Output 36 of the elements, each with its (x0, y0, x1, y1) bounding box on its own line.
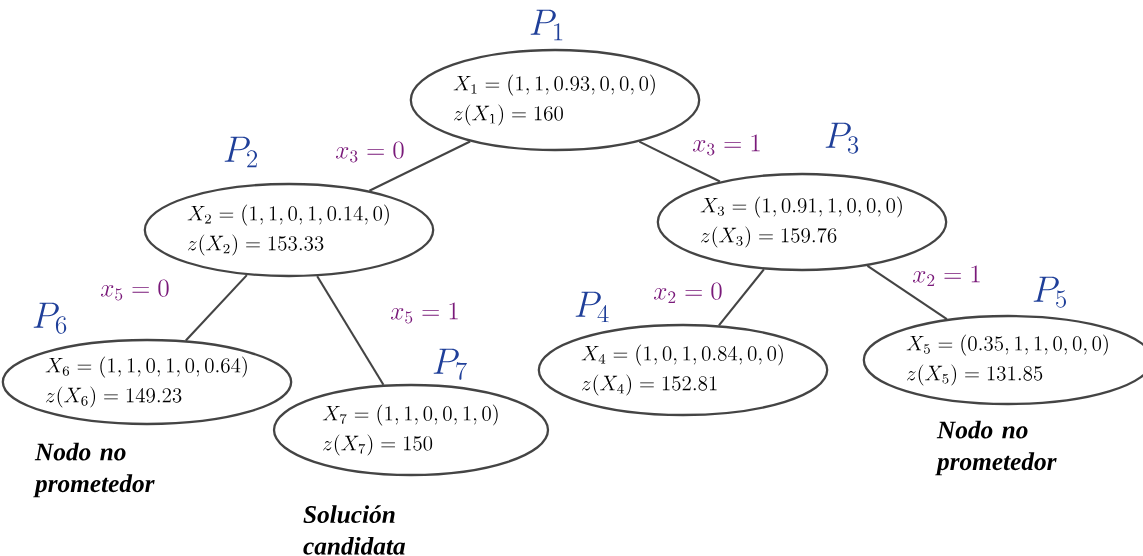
node-formula: $z(X_3) = 159.76$ (700, 226, 837, 248)
edge-label: $x_5 = 1$ (391, 302, 458, 324)
node-heading: $P_3$ (825, 122, 859, 154)
node-formula: $X_6 = (1, 1, 0, 1, 0, 0.64)$ (45, 356, 247, 378)
node-formula: $z(X_1) = 160$ (453, 104, 563, 126)
note-text: Nodo no prometedor (935, 420, 1057, 476)
connector-line (638, 140, 721, 183)
edge-label: $x_5 = 0$ (101, 279, 169, 301)
node-heading: $P_6$ (33, 302, 67, 334)
node-heading: $P_2$ (224, 136, 257, 168)
node-heading: $P_4$ (575, 291, 609, 323)
node-formula: $X_3 = (1, 0.91, 1, 0, 0, 0)$ (700, 196, 902, 218)
node-formula: $X_5 = (0.35, 1, 1, 0, 0, 0)$ (906, 334, 1108, 356)
edge-label: $x_2 = 0$ (654, 282, 722, 304)
node-formula: $z(X_6) = 149.23$ (45, 386, 182, 408)
connector-line (718, 268, 765, 326)
edge-label: $x_3 = 1$ (693, 134, 760, 156)
node-heading: $P_7$ (433, 348, 467, 380)
note-text: Solución candidata (303, 505, 406, 555)
connector-line (368, 140, 471, 192)
connector-line (866, 265, 948, 320)
node-formula: $X_7 = (1, 1, 0, 0, 1, 0)$ (322, 404, 498, 426)
node-formula: $X_2 = (1, 1, 0, 1, 0.14, 0)$ (187, 204, 389, 226)
node-heading: $P_1$ (530, 9, 563, 41)
node-formula: $X_1 = (1, 1, 0.93, 0, 0, 0)$ (453, 74, 655, 96)
node-formula: $z(X_4) = 152.81$ (581, 374, 717, 396)
node-formula: $z(X_2) = 153.33$ (187, 234, 324, 256)
node-heading: $P_5$ (1033, 276, 1066, 308)
edge-label: $x_3 = 0$ (336, 141, 404, 163)
note-text: Nodo no prometedor (33, 442, 155, 498)
connector-line (316, 275, 385, 386)
edge-label: $x_2 = 1$ (913, 265, 980, 287)
connector-line (185, 274, 248, 342)
node-formula: $X_4 = (1, 0, 1, 0.84, 0, 0)$ (581, 344, 783, 366)
node-formula: $z(X_7) = 150$ (323, 434, 433, 456)
node-formula: $z(X_5) = 131.85$ (906, 364, 1043, 386)
